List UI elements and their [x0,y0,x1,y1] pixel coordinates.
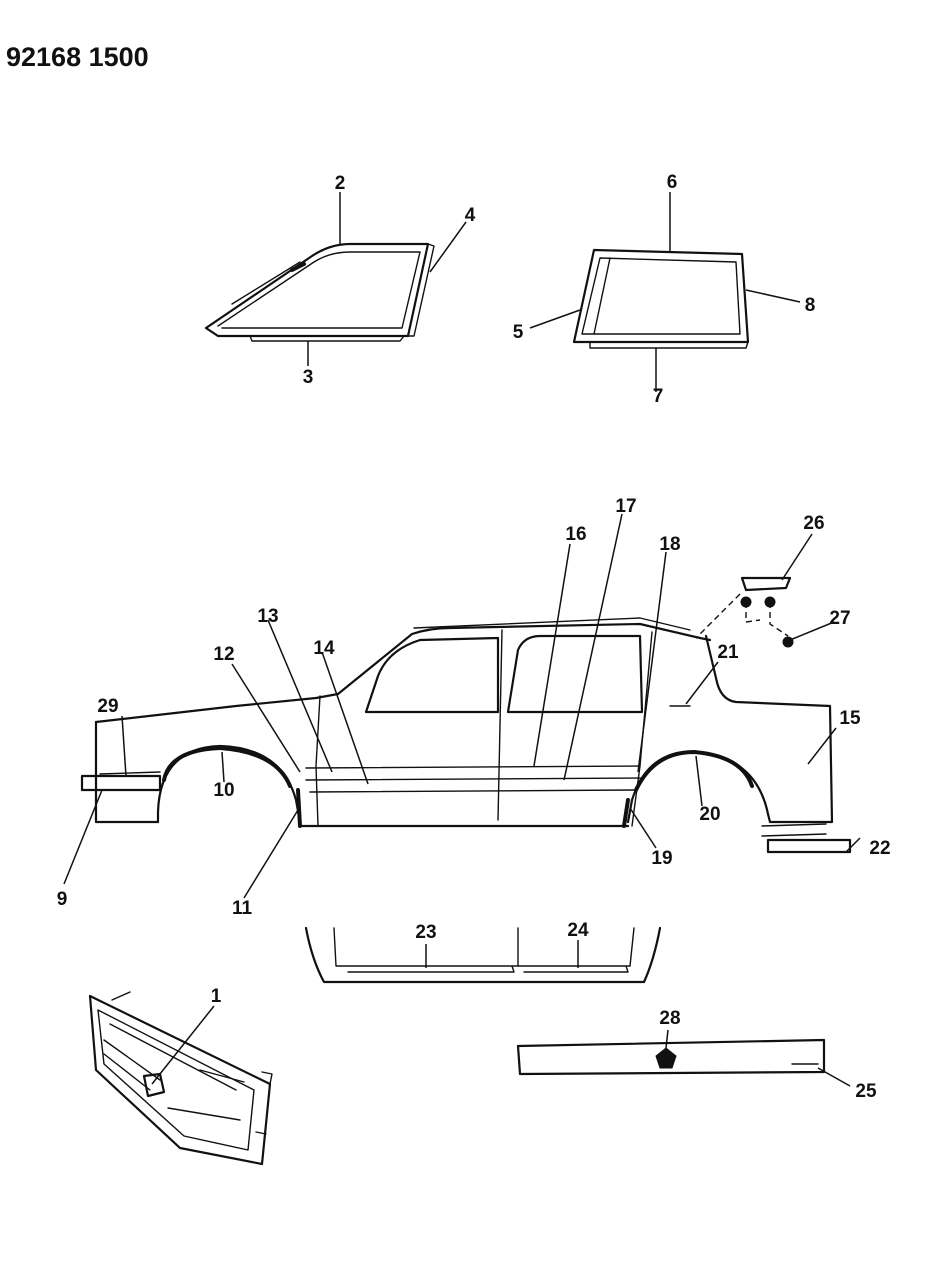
callout-1: 1 [211,986,222,1007]
callout-17: 17 [615,496,636,517]
callout-9: 9 [57,889,68,910]
callout-5: 5 [513,322,524,343]
callout-28: 28 [659,1008,680,1029]
rear-applique-panel [516,1038,826,1076]
callout-11: 11 [232,898,253,919]
callout-8: 8 [805,295,816,316]
callout-19: 19 [651,848,672,869]
callout-24: 24 [567,920,589,941]
callout-29: 29 [97,696,118,717]
callout-21: 21 [717,642,739,663]
callout-18: 18 [659,534,680,555]
callout-22: 22 [869,838,890,859]
car-side-view [80,576,852,854]
grille-assembly [88,991,273,1166]
sill-molding-detail [304,926,662,984]
callout-27: 27 [829,608,850,629]
callout-12: 12 [213,644,234,665]
callout-2: 2 [335,173,346,194]
callout-13: 13 [257,606,278,627]
callout-3: 3 [303,367,314,388]
rear-door-glass-frame [572,248,750,349]
callout-23: 23 [415,922,436,943]
callout-14: 14 [313,638,335,659]
callout-7: 7 [653,386,664,407]
callout-6: 6 [667,172,678,193]
callout-20: 20 [699,804,720,825]
callout-leader-lines [63,192,861,1087]
document-number: 92168 1500 [6,42,149,72]
callout-15: 15 [839,708,861,729]
front-door-glass-frame [204,242,435,342]
callout-4: 4 [465,205,476,226]
callout-labels: 2 4 3 6 5 8 7 17 16 18 26 27 13 14 12 21… [57,172,891,1102]
callout-25: 25 [855,1081,877,1102]
callout-26: 26 [803,513,824,534]
callout-16: 16 [565,524,586,545]
callout-10: 10 [213,780,234,801]
